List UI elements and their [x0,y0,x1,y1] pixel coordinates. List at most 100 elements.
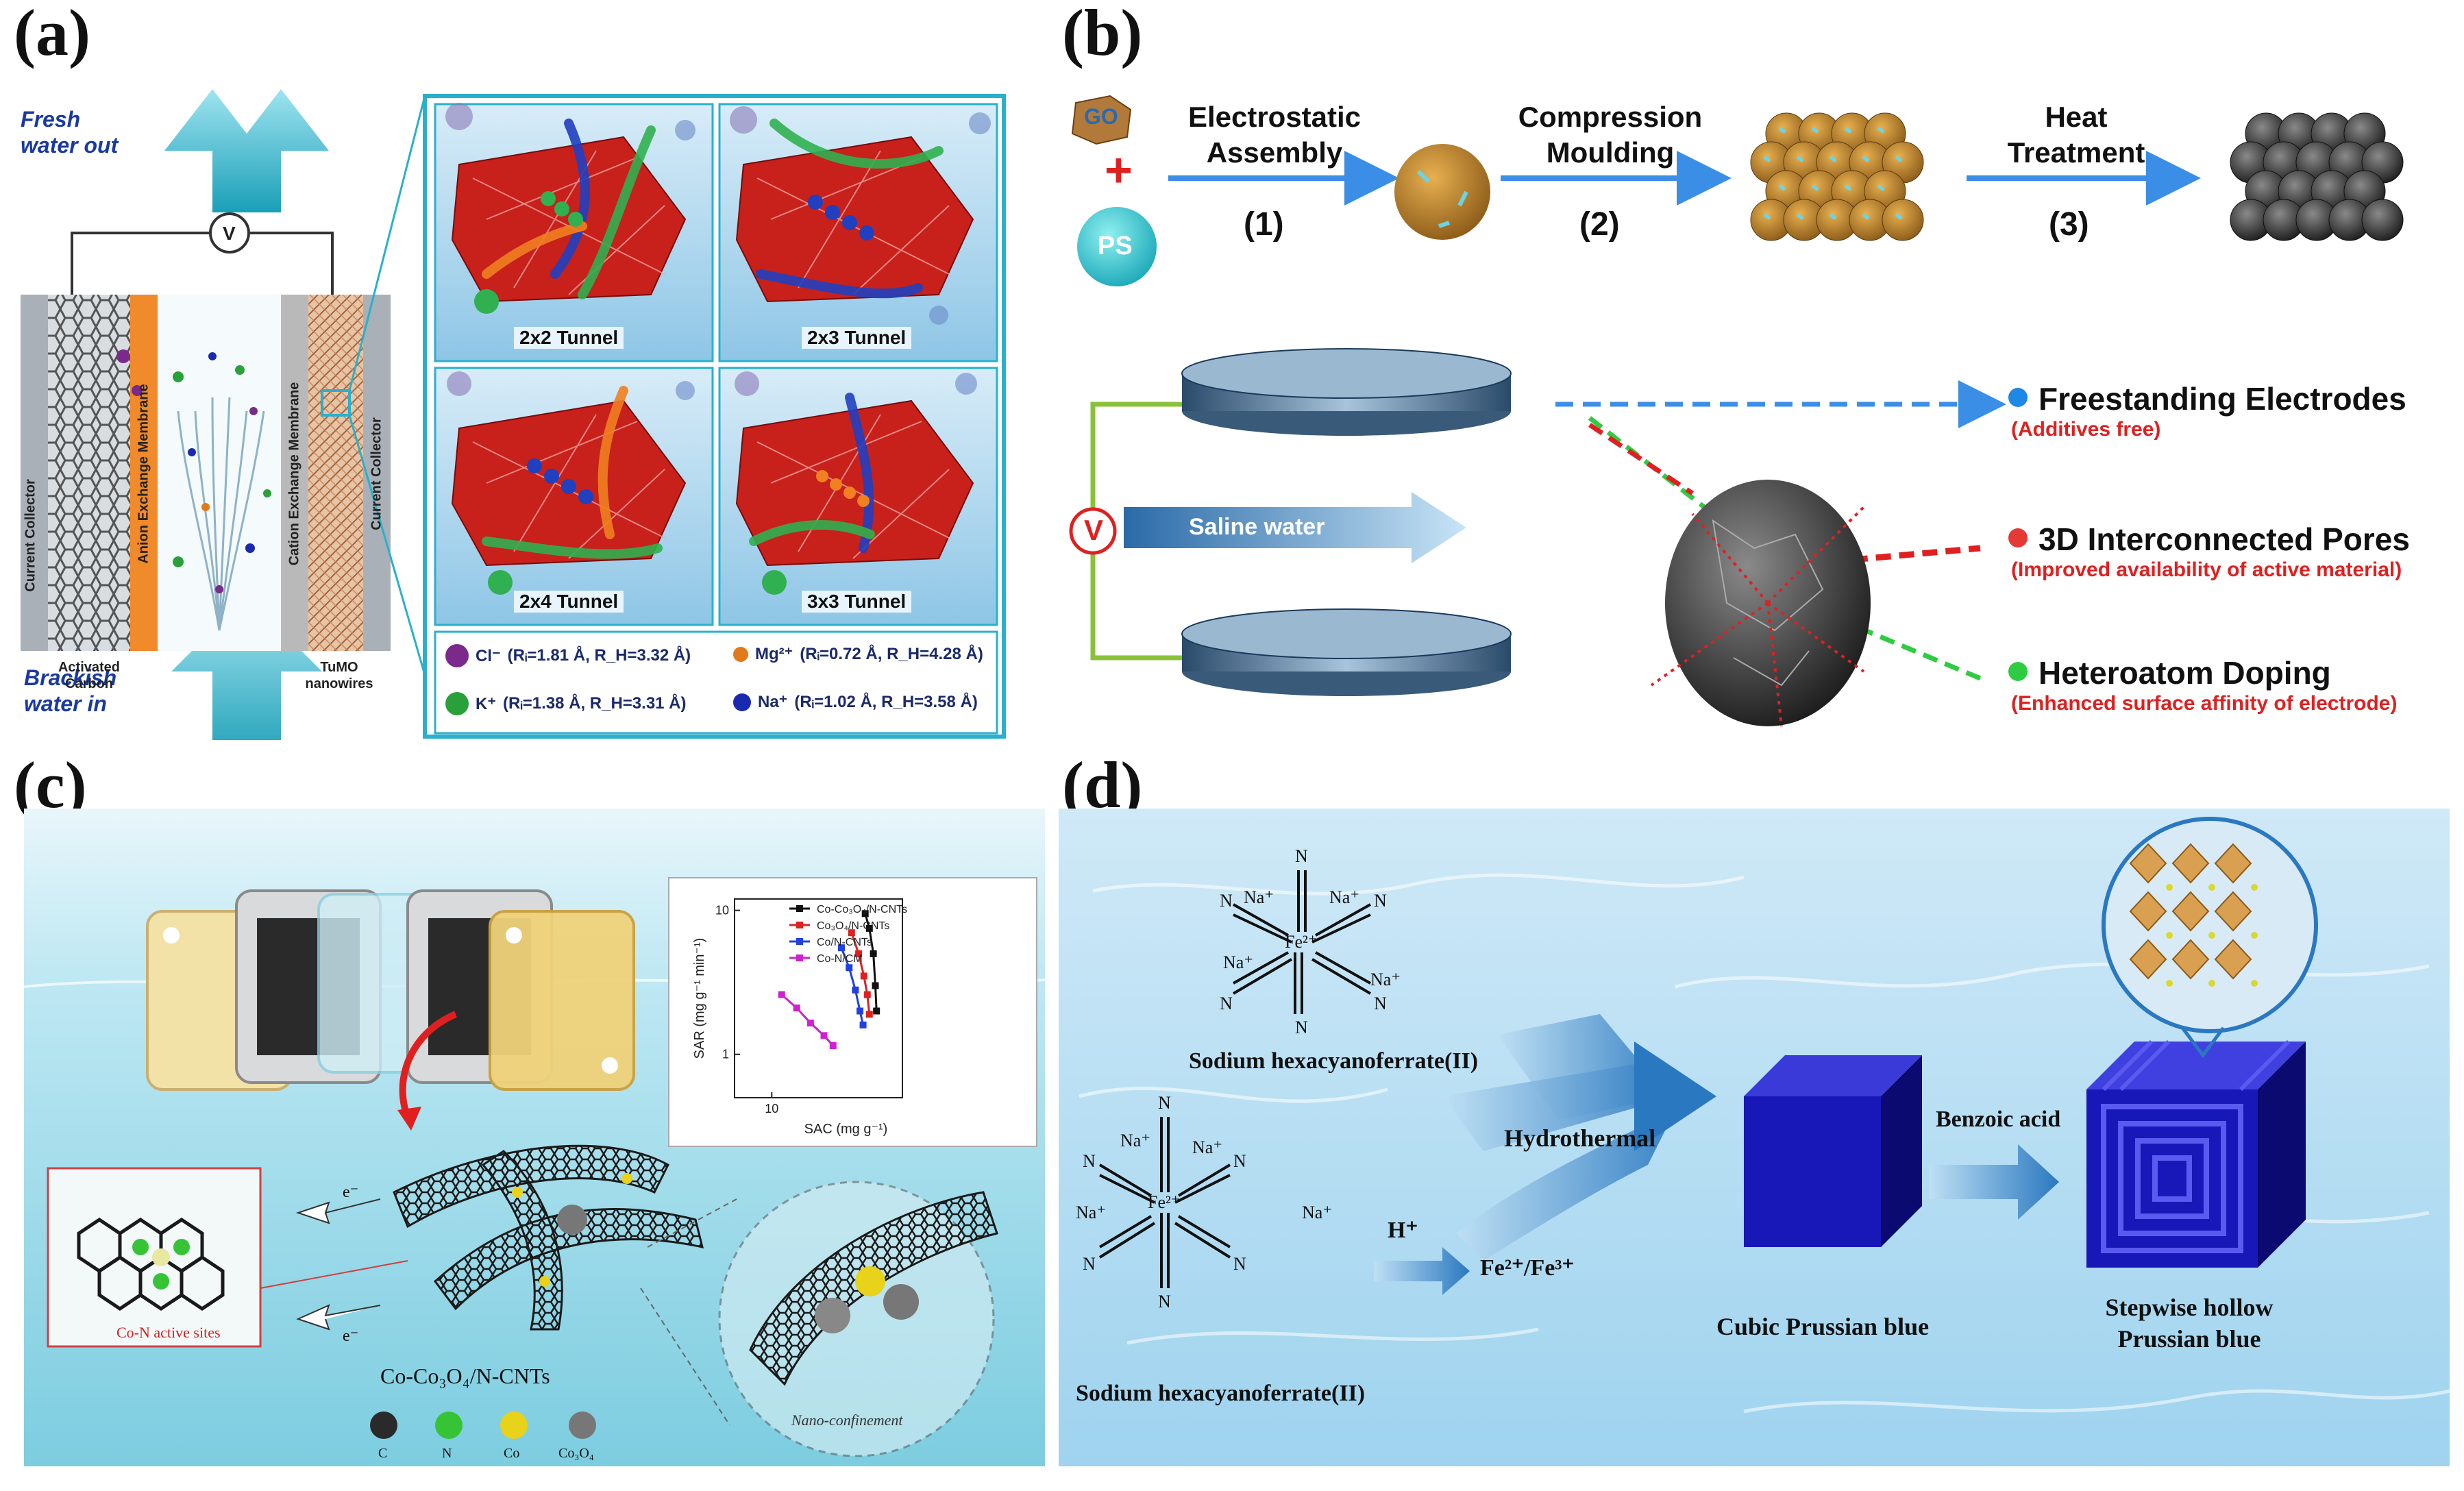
lattice-ion [2251,884,2258,891]
step-1-title: Electrostatic Assembly [1185,99,1364,171]
feature-pores-title: 3D Interconnected Pores [2038,521,2410,557]
k-ion-name: K⁺ [476,694,496,713]
lattice-ion [2208,884,2215,891]
nano-confinement-label: Nano-confinement [791,1412,903,1429]
compound-label-bottom: Sodium hexacyanoferrate(II) [1076,1381,1366,1406]
octahedron [2129,843,2167,884]
feature-doping-title: Heteroatom Doping [2038,655,2331,691]
x-axis-label: SAC (mg g⁻¹) [804,1122,888,1137]
octahedron [2214,891,2252,932]
step-2-title-line-2: Moulding [1546,136,1675,169]
plot-frame [734,898,903,1098]
fe-center-bottom: Fe²⁺ [1148,1192,1181,1212]
n-top-6: N [1374,994,1387,1013]
step-2-number: (2) [1579,206,1620,243]
data-point [837,944,845,952]
data-point [861,910,869,917]
n-bot-1: N [1158,1093,1171,1113]
active-sites-caption: Co-N active sites [116,1324,221,1341]
na-top-2: Na⁺ [1329,887,1360,907]
na-bot-3: Na⁺ [1076,1203,1107,1222]
na-top-3: Na⁺ [1223,952,1254,972]
data-point [806,1020,814,1027]
atom-label-n: N [442,1446,452,1461]
tunnel-2x4-label: 2x4 Tunnel [514,591,624,613]
data-point [859,1021,867,1028]
y-tick-label: 10 [715,904,729,917]
lattice-ion [2166,884,2173,891]
n-top-3: N [1220,891,1233,911]
lattice-ion [2208,980,2215,987]
na-bot-2: Na⁺ [1192,1137,1223,1157]
tumo-label: TuMO nanowires [295,659,384,692]
na-ion-radii: (Rᵢ=1.02 Å, R_H=3.58 Å) [794,692,978,711]
data-point [846,964,853,972]
n-top-1: N [1295,846,1308,866]
feature-freestanding-title: Freestanding Electrodes [2038,381,2406,417]
panel-a-label: (a) [14,0,90,69]
tunnel-2x3-label: 2x3 Tunnel [802,327,912,349]
tunnel-2x2-label: 2x2 Tunnel [514,327,624,349]
data-point [855,950,863,957]
na-bot-1: Na⁺ [1120,1131,1151,1150]
electron-top-label: e⁻ [343,1183,359,1201]
n-bot-2: N [1158,1292,1171,1311]
electron-bottom-label: e⁻ [343,1327,359,1345]
ac-line-1: Activated [58,660,121,675]
legend-label: Co₃O₄/N-CNTs [817,920,889,932]
carbon-sphere [2361,199,2404,241]
step-1-number: (1) [1244,206,1284,243]
cation-membrane-label: Cation Exchange Membrane [286,382,302,566]
atom-label-co3o4: Co₃O₄ [558,1446,594,1461]
data-point [820,1032,828,1039]
step-1-title-line-1: Electrostatic [1187,101,1362,133]
x-tick-label: 10 [765,1102,778,1116]
hollow-pb-label: Stepwise hollow Prussian blue [2100,1292,2278,1355]
saline-water-label: Saline water [1189,514,1325,540]
ps-label: PS [1098,232,1133,260]
mg-ion-swatch [733,646,748,662]
n-bot-5: N [1083,1254,1096,1274]
n-top-5: N [1220,994,1233,1013]
n-bot-3: N [1083,1151,1096,1171]
mg-ion-radii: (Rᵢ=0.72 Å, R_H=4.28 Å) [800,644,983,663]
na-ion-name: Na⁺ [758,693,788,711]
brackish-line-2: water in [24,691,107,716]
data-point [778,991,785,998]
na-top-1: Na⁺ [1244,887,1274,907]
circuit-voltage-label: V [1084,514,1104,546]
panel-b-label: (b) [1062,0,1143,69]
panel-a: Fresh water out Brackish water in V Curr… [7,69,1007,740]
octahedron [2171,891,2210,932]
atom-label-c: C [378,1446,388,1461]
data-point [873,1007,880,1015]
atom-label-co: Co [504,1446,520,1461]
y-axis-label: SAR (mg g⁻¹ min⁻¹) [692,938,707,1059]
legend-marker [796,922,803,928]
y-tick-label: 1 [722,1048,729,1061]
feature-doping-sub: (Enhanced surface affinity of electrode) [2011,692,2398,715]
fresh-line-1: Fresh [21,107,81,132]
tunnel-3x3-label: 3x3 Tunnel [802,591,912,613]
legend-label: Co/N-CNTs [817,937,872,948]
octahedron [2129,939,2167,980]
voltmeter-label: V [223,223,236,244]
material-label: Co-Co₃O₄/N-CNTs [380,1364,550,1388]
data-point [870,950,877,957]
k-ion-radii: (Rᵢ=1.38 Å, R_H=3.31 Å) [503,694,687,713]
na-ion-swatch [733,693,751,711]
brackish-line-1: Brackish [24,665,117,690]
hydrothermal-label: Hydrothermal [1504,1124,1656,1152]
legend-marker [796,954,803,961]
hollow-line-2: Prussian blue [2117,1325,2261,1353]
legend-marker [796,938,803,945]
ion-legend: Cl⁻ (Rᵢ=1.81 Å, R_H=3.32 Å) Mg²⁺ (Rᵢ=0.7… [439,637,994,730]
legend-item-cl: Cl⁻ (Rᵢ=1.81 Å, R_H=3.32 Å) [445,644,691,667]
h-plus-label: H⁺ [1388,1218,1418,1243]
panel-d-art [1059,809,2450,1466]
feature-pores-sub: (Improved availability of active materia… [2011,558,2402,581]
data-point [872,982,879,989]
plus-sign: + [1105,143,1133,197]
n-bot-4: N [1233,1151,1246,1171]
